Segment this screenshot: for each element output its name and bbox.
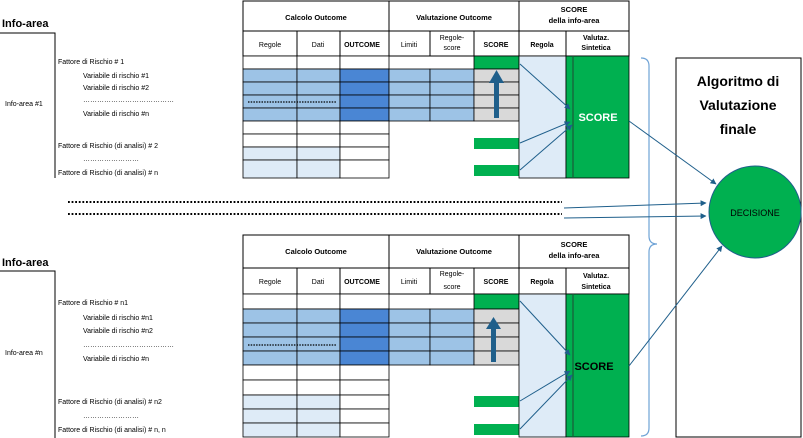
variable-rows (242, 308, 520, 366)
info-area-block-1: Info-area Info-area #1 Fattore di Rischi… (0, 0, 630, 179)
up-arrow-icon (489, 70, 504, 118)
variable-rows (242, 68, 520, 122)
subheader-valutaz: Valutaz. (583, 35, 609, 42)
subheader-regola: Regola (530, 279, 553, 286)
row-label: Fattore di Rischio (di analisi) # n2 (58, 399, 162, 406)
header-frame (242, 234, 630, 295)
info-area-block-n: Info-area Info-area #n Fattore di Rischi… (0, 234, 630, 438)
score-green-bar (474, 138, 519, 149)
score-green-cell (473, 55, 520, 70)
row-label: Variabile di rischio #n1 (83, 315, 153, 322)
row-label: Variabile di rischio #1 (83, 73, 149, 80)
info-area-title: Info-area (2, 257, 49, 269)
row-label: Fattore di Rischio (di analisi) # 2 (58, 143, 158, 150)
info-area-label: Info-area #n (5, 350, 43, 357)
algoritmo-title-line2: Valutazione (699, 97, 776, 113)
row-label: ………………………………… (83, 97, 174, 104)
row-label: Fattore di Rischio # 1 (58, 59, 124, 66)
subheader-score: SCORE (484, 279, 509, 286)
row-label: …………………… (83, 413, 139, 420)
connector-arrow (563, 200, 707, 209)
connector-arrow (628, 245, 723, 367)
subheader-regola: Regola (530, 42, 553, 49)
connector-arrow (519, 370, 571, 402)
score-green-bar (474, 396, 519, 407)
header-calcolo: Calcolo Outcome (285, 13, 347, 22)
subheader-regole: Regole (259, 279, 281, 286)
subheader-regole-score-2: score (443, 284, 460, 291)
subheader-regole: Regole (259, 42, 281, 49)
outcome-grid (242, 55, 520, 179)
subheader-valutaz: Valutaz. (583, 273, 609, 280)
algoritmo-title-line1: Algoritmo di (697, 73, 779, 89)
up-arrow-icon (486, 317, 501, 362)
info-area-title: Info-area (2, 18, 49, 30)
connector-arrow (519, 374, 573, 430)
subheader-outcome: OUTCOME (344, 279, 380, 286)
row-label: Fattore di Rischio (di analisi) # n (58, 170, 158, 177)
row-label: Variabile di rischio #n (83, 111, 149, 118)
score-label: SCORE (578, 112, 617, 124)
connector-arrow (519, 300, 571, 356)
header-score-sub: della info-area (549, 251, 601, 260)
row-label: ………………………………… (83, 342, 174, 349)
header-valutazione: Valutazione Outcome (416, 13, 492, 22)
decisione-label: DECISIONE (730, 208, 780, 218)
subheader-dati: Dati (312, 279, 325, 286)
subheader-score: SCORE (484, 42, 509, 49)
connector-arrow (519, 124, 573, 171)
header-score: SCORE (561, 5, 588, 14)
info-area-frame (0, 32, 56, 178)
row-label: Fattore di Rischio (di analisi) # n, n (58, 427, 166, 434)
outcome-grid (242, 293, 520, 438)
row-label: Variabile di rischio #n2 (83, 328, 153, 335)
row-label: Variabile di rischio #n (83, 356, 149, 363)
subheader-limiti: Limiti (401, 279, 418, 286)
regola-column (518, 293, 567, 438)
subheader-valutaz-2: Sintetica (581, 45, 610, 52)
algoritmo-title-line3: finale (720, 121, 757, 137)
score-green-cell (473, 293, 520, 310)
info-area-frame (0, 270, 56, 438)
score-green-bar (474, 165, 519, 176)
header-valutazione: Valutazione Outcome (416, 247, 492, 256)
connector-arrow (519, 63, 571, 110)
row-label: …………………… (83, 156, 139, 163)
grouping-brace (640, 57, 658, 437)
connector-arrow (563, 213, 707, 220)
header-calcolo: Calcolo Outcome (285, 247, 347, 256)
header-score: SCORE (561, 240, 588, 249)
decisione-node (708, 165, 802, 259)
subheader-limiti: Limiti (401, 42, 418, 49)
subheader-outcome: OUTCOME (344, 42, 380, 49)
score-label: SCORE (574, 361, 613, 373)
connector-arrow (628, 120, 717, 185)
score-green-bar (474, 424, 519, 435)
row-label: Fattore di Rischio # n1 (58, 300, 128, 307)
regola-column (518, 55, 567, 179)
valutaz-sintetica-column (565, 293, 630, 438)
row-label: Variabile di rischio #2 (83, 85, 149, 92)
subheader-valutaz-2: Sintetica (581, 284, 610, 291)
subheader-regole-score-2: score (443, 45, 460, 52)
subheader-regole-score: Regole- (440, 35, 465, 42)
valutaz-sintetica-column (565, 55, 630, 179)
header-score-sub: della info-area (549, 16, 601, 25)
subheader-regole-score: Regole- (440, 271, 465, 278)
subheader-dati: Dati (312, 42, 325, 49)
info-area-label: Info-area #1 (5, 101, 43, 108)
header-frame (242, 0, 630, 57)
connector-arrow (519, 121, 571, 144)
